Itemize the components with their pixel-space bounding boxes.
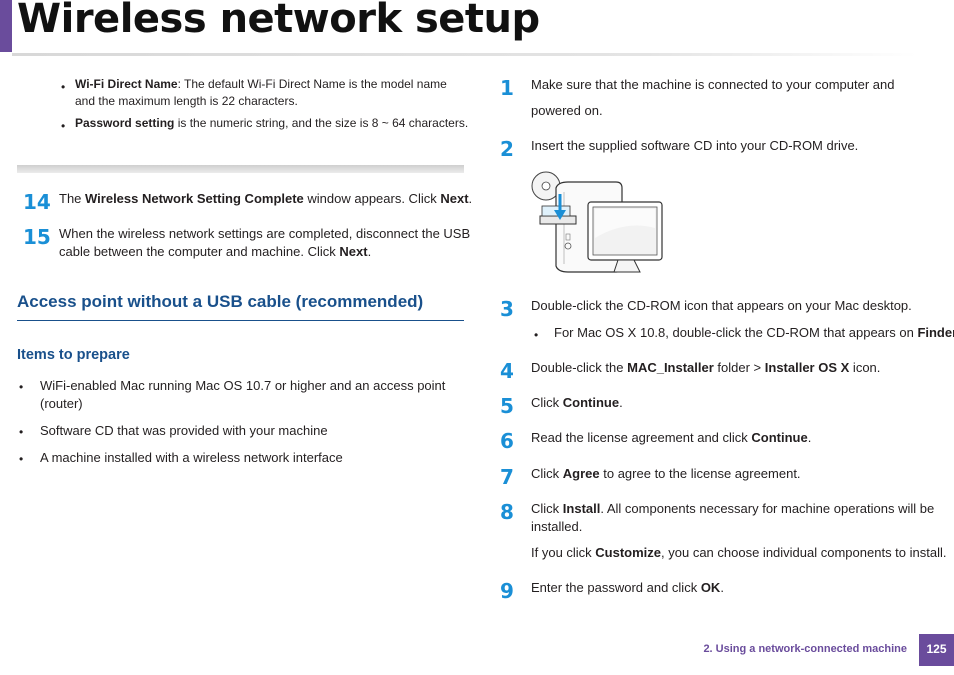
- title-underline: [12, 53, 917, 56]
- step-number: 1: [500, 76, 514, 100]
- page-number-badge: 125: [919, 634, 954, 666]
- step-8-text: Click Install. All components necessary …: [531, 501, 935, 516]
- step-3-text: Double-click the CD-ROM icon that appear…: [531, 298, 912, 313]
- step-6-text: Read the license agreement and click Con…: [531, 430, 812, 445]
- step-number: 5: [500, 394, 514, 418]
- footer-chapter: 2. Using a network-connected machine: [703, 643, 907, 655]
- step-number: 4: [500, 359, 514, 383]
- step-3-subitem: For Mac OS X 10.8, double-click the CD-R…: [554, 325, 954, 340]
- step-8-note: If you click Customize, you can choose i…: [531, 545, 947, 560]
- step-1-text: Make sure that the machine is connected …: [531, 77, 895, 92]
- step-15-text: When the wireless network settings are c…: [59, 226, 471, 241]
- step-number: 2: [500, 137, 514, 161]
- step-7-text: Click Agree to agree to the license agre…: [531, 466, 801, 481]
- section-divider: [17, 165, 464, 173]
- step-2-text: Insert the supplied software CD into you…: [531, 138, 859, 153]
- subheading: Items to prepare: [17, 347, 130, 363]
- step-4-text: Double-click the MAC_Installer folder > …: [531, 360, 881, 375]
- step-number: 14: [23, 190, 51, 214]
- bullet-dot: •: [61, 119, 66, 133]
- bullet-dot: •: [19, 425, 24, 439]
- step-number: 8: [500, 500, 514, 524]
- step-number: 15: [23, 225, 51, 249]
- step-14-text: The Wireless Network Setting Complete wi…: [59, 191, 473, 206]
- step-8-text-cont: installed.: [531, 519, 583, 534]
- mac-cd-insert-illustration: [531, 171, 663, 273]
- bullet-dot: •: [61, 80, 66, 94]
- page-title: Wireless network setup: [17, 0, 540, 42]
- step-1-text-cont: powered on.: [531, 103, 603, 118]
- list-item: WiFi-enabled Mac running Mac OS 10.7 or …: [40, 378, 446, 393]
- step-5-text: Click Continue.: [531, 395, 623, 410]
- list-item: Software CD that was provided with your …: [40, 423, 328, 438]
- step-number: 3: [500, 297, 514, 321]
- section-heading-rule: [17, 320, 464, 321]
- list-item: A machine installed with a wireless netw…: [40, 450, 343, 465]
- bullet-dot: •: [19, 452, 24, 466]
- step-15-text-cont: cable between the computer and machine. …: [59, 244, 372, 259]
- bullet-password-setting: Password setting is the numeric string, …: [75, 116, 469, 130]
- bullet-wifi-direct-name-cont: and the maximum length is 22 characters.: [75, 94, 298, 108]
- step-number: 6: [500, 429, 514, 453]
- section-heading: Access point without a USB cable (recomm…: [17, 292, 424, 311]
- header-accent-bar: [0, 0, 12, 52]
- list-item-cont: (router): [40, 396, 83, 411]
- step-9-text: Enter the password and click OK.: [531, 580, 724, 595]
- step-number: 7: [500, 465, 514, 489]
- step-number: 9: [500, 579, 514, 603]
- bullet-dot: •: [534, 328, 539, 342]
- bullet-wifi-direct-name: Wi-Fi Direct Name: The default Wi-Fi Dir…: [75, 77, 447, 91]
- bullet-dot: •: [19, 380, 24, 394]
